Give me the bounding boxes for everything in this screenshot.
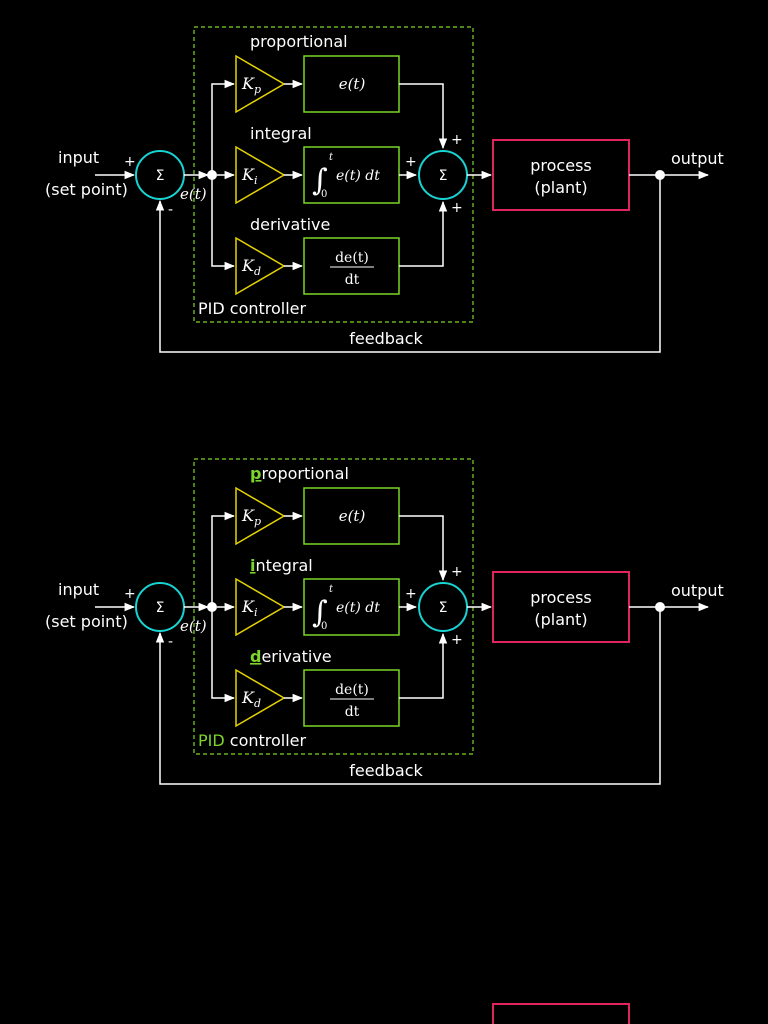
minus-sign: -	[168, 202, 173, 218]
kd-symbol: Kd	[241, 688, 261, 710]
i-term-label: e(t) dt	[336, 600, 380, 616]
gain-ki	[235, 145, 286, 205]
p-out-wire	[399, 515, 448, 582]
output-label: output	[671, 581, 724, 600]
plant-label: (plant)	[534, 178, 587, 197]
sigma-icon: Σ	[156, 600, 165, 616]
plus-sign: +	[405, 586, 417, 602]
d-out-wire	[399, 632, 448, 699]
d-numerator: de(t)	[335, 682, 369, 698]
feedback-label: feedback	[349, 329, 423, 348]
integral-upper: t	[329, 152, 334, 163]
plus-sign: +	[124, 586, 136, 602]
sigma-icon: Σ	[156, 168, 165, 184]
proportional-label: proportional	[250, 32, 348, 51]
d-denominator: dt	[345, 272, 360, 288]
error-label: e(t)	[180, 185, 207, 203]
integral-lower: 0	[321, 189, 327, 200]
branch-p	[211, 79, 236, 175]
feedback-path	[155, 607, 661, 785]
pid-diagram-2: input (set point) + - Σ e(t) proportiona…	[45, 458, 724, 785]
ki-symbol: Ki	[241, 597, 257, 619]
branch-p	[211, 511, 236, 607]
d-out-wire	[399, 200, 448, 267]
feedback-path	[155, 175, 661, 353]
feedback-label: feedback	[349, 761, 423, 780]
pid-controller-label: PID controller	[198, 299, 307, 318]
sigma-icon: Σ	[439, 168, 448, 184]
d-denominator: dt	[345, 704, 360, 720]
plus-sign: +	[124, 154, 136, 170]
setpoint-label: (set point)	[45, 180, 128, 199]
p-term-label: e(t)	[339, 507, 366, 525]
process-block	[492, 139, 630, 211]
setpoint-label: (set point)	[45, 612, 128, 631]
branch-d	[211, 175, 236, 271]
gain-kd	[235, 236, 286, 296]
branch-d	[211, 607, 236, 703]
kd-symbol: Kd	[241, 256, 261, 278]
input-label: input	[58, 580, 99, 599]
minus-sign: -	[168, 634, 173, 650]
derivative-label: derivative	[250, 647, 332, 666]
process-block-partial	[492, 1003, 630, 1024]
derivative-initial: d	[250, 647, 261, 666]
integral-sign-icon: ∫	[312, 595, 328, 630]
error-label: e(t)	[180, 617, 207, 635]
pid-controller-label: PID controller	[198, 731, 307, 750]
process-label: process	[530, 156, 591, 175]
ki-symbol: Ki	[241, 165, 257, 187]
plus-sign: +	[451, 200, 463, 216]
d-numerator: de(t)	[335, 250, 369, 266]
kp-symbol: Kp	[241, 506, 261, 528]
integral-label: integral	[250, 556, 313, 575]
process-label: process	[530, 588, 591, 607]
process-block	[492, 571, 630, 643]
derivative-label: derivative	[250, 215, 330, 234]
gain-kp	[235, 486, 286, 546]
input-label: input	[58, 148, 99, 167]
integral-initial: i	[250, 556, 255, 575]
p-out-wire	[399, 83, 448, 150]
integral-sign-icon: ∫	[312, 163, 328, 198]
plus-sign: +	[451, 132, 463, 148]
proportional-initial: p	[250, 464, 261, 483]
gain-kp	[235, 54, 286, 114]
plus-sign: +	[405, 154, 417, 170]
proportional-label: proportional	[250, 464, 349, 483]
gain-ki	[235, 577, 286, 637]
i-term-label: e(t) dt	[336, 168, 380, 184]
gain-kd	[235, 668, 286, 728]
kp-symbol: Kp	[241, 74, 261, 96]
plus-sign: +	[451, 632, 463, 648]
pid-diagram-1: input (set point) + - Σ e(t) proportiona…	[45, 26, 724, 353]
p-term-label: e(t)	[339, 75, 366, 93]
plant-label: (plant)	[534, 610, 587, 629]
integral-label: integral	[250, 124, 312, 143]
pid-acronym: PID	[198, 731, 225, 750]
output-label: output	[671, 149, 724, 168]
integral-upper: t	[329, 584, 334, 595]
integral-lower: 0	[321, 621, 327, 632]
sigma-icon: Σ	[439, 600, 448, 616]
plus-sign: +	[451, 564, 463, 580]
